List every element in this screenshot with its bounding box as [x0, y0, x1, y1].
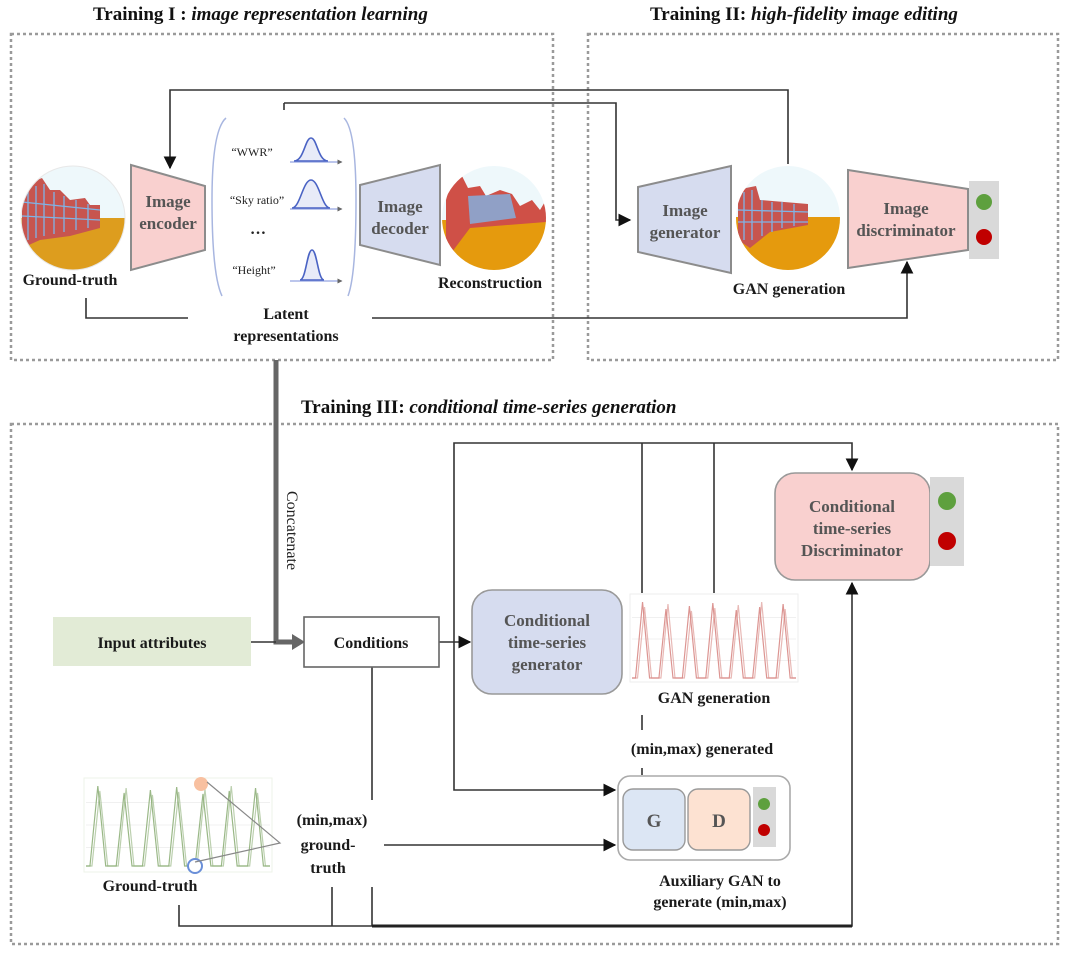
- conditions-label: Conditions: [334, 635, 409, 652]
- training1-frame: [9, 32, 555, 362]
- gan-generation-label-series: GAN generation: [658, 690, 771, 707]
- input-attributes-label: Input attributes: [98, 635, 207, 652]
- real-indicator-icon: [976, 194, 992, 210]
- generator-label-line1: Image: [662, 201, 708, 220]
- training1-title: Training I : image representation learni…: [93, 4, 428, 25]
- ts-generator-line1: Conditional: [504, 611, 590, 630]
- minmax-generated-label: (min,max) generated: [631, 741, 773, 758]
- ground-truth-label: Ground-truth: [23, 272, 118, 289]
- latent-to-generator-arrow: [284, 102, 632, 227]
- latent-attr-wwr: “WWR”: [231, 145, 272, 159]
- concatenate-label: Concatenate: [283, 491, 300, 570]
- generator-label-line2: generator: [650, 223, 721, 242]
- training3-title: Training III: conditional time-series ge…: [301, 397, 676, 418]
- sky-ratio-distribution: [291, 179, 331, 209]
- minmax-gt-line1: (min,max): [297, 812, 368, 829]
- aux-generator-box: [622, 788, 686, 851]
- discriminator-label-line1: Image: [883, 199, 929, 218]
- gan-generation-label-image: GAN generation: [733, 281, 846, 298]
- minmax-gt-line3: truth: [310, 860, 346, 877]
- encoder-label-line2: encoder: [139, 214, 197, 233]
- latent-representations: “WWR” “Sky ratio” … “Height”: [211, 117, 357, 297]
- discriminator-label-line2: discriminator: [856, 221, 956, 240]
- latent-attr-ellipsis: …: [250, 221, 266, 238]
- training2-frame: [586, 32, 1060, 362]
- aux-g-label: G: [647, 811, 662, 832]
- image-decoder-block: Image decoder: [359, 163, 441, 267]
- ts-discriminator-line3: Discriminator: [801, 541, 903, 560]
- ts-discriminator-output: [930, 477, 964, 566]
- latent-label-line1: Latent: [263, 306, 309, 323]
- input-attributes-block: Input attributes: [53, 617, 251, 666]
- aux-caption-line1: Auxiliary GAN to: [659, 873, 781, 890]
- fake-indicator-icon: [938, 532, 956, 550]
- gt-to-discriminator-line-left: [85, 298, 188, 319]
- reconstruction-image: [442, 166, 546, 270]
- image-encoder-block: Image encoder: [130, 163, 206, 272]
- training3-frame: [9, 422, 1060, 946]
- ts-discriminator-line2: time-series: [813, 519, 892, 538]
- feedback-arrow-to-encoder: [163, 89, 789, 170]
- ground-truth-time-series-plot: [83, 777, 273, 873]
- real-indicator-icon: [758, 798, 770, 810]
- latent-label-line2: representations: [233, 328, 338, 345]
- minmax-gt-line2: ground-: [301, 837, 356, 854]
- fake-indicator-icon: [976, 229, 992, 245]
- aux-d-label: D: [712, 811, 726, 832]
- gan-generated-image: [736, 166, 840, 270]
- min-point-marker: [187, 858, 203, 874]
- ground-truth-series-line: [86, 785, 270, 867]
- max-point-marker: [194, 777, 208, 791]
- ts-generator-line2: time-series: [508, 633, 587, 652]
- latent-attr-height: “Height”: [232, 263, 275, 277]
- ts-discriminator-block: Conditional time-series Discriminator: [774, 472, 931, 581]
- image-generator-block: Image generator: [637, 164, 732, 275]
- ground-truth-series-label: Ground-truth: [103, 878, 198, 895]
- conditions-block: Conditions: [303, 616, 440, 668]
- ground-truth-image: [20, 165, 126, 271]
- minmax-pointer-lines: [194, 781, 282, 863]
- aux-caption-line2: generate (min,max): [653, 894, 786, 911]
- aux-discriminator-box: [687, 788, 751, 851]
- conditions-to-aux-gan-arrow: [453, 642, 617, 797]
- image-discriminator-block: Image discriminator: [847, 168, 969, 270]
- generated-series-line: [632, 601, 796, 679]
- ts-discriminator-line1: Conditional: [809, 497, 895, 516]
- ts-generator-line3: generator: [512, 655, 583, 674]
- auxiliary-gan-block: G D: [617, 775, 791, 861]
- encoder-label-line1: Image: [145, 192, 191, 211]
- training2-title: Training II: high-fidelity image editing: [650, 4, 958, 25]
- real-indicator-icon: [938, 492, 956, 510]
- conditions-to-ts-discriminator-arrow: [453, 442, 859, 642]
- generated-time-series-plot: [629, 593, 799, 683]
- reconstruction-label: Reconstruction: [438, 275, 542, 292]
- image-discriminator-output: [969, 181, 999, 259]
- gt-to-discriminator-arrow: [372, 260, 914, 319]
- concatenate-arrowhead: [292, 634, 305, 650]
- fake-indicator-icon: [758, 824, 770, 836]
- latent-attr-sky-ratio: “Sky ratio”: [230, 193, 284, 207]
- decoder-label-line2: decoder: [371, 219, 429, 238]
- height-distribution: [299, 249, 325, 281]
- decoder-label-line1: Image: [377, 197, 423, 216]
- ts-generator-block: Conditional time-series generator: [471, 589, 623, 695]
- wwr-distribution: [293, 137, 329, 162]
